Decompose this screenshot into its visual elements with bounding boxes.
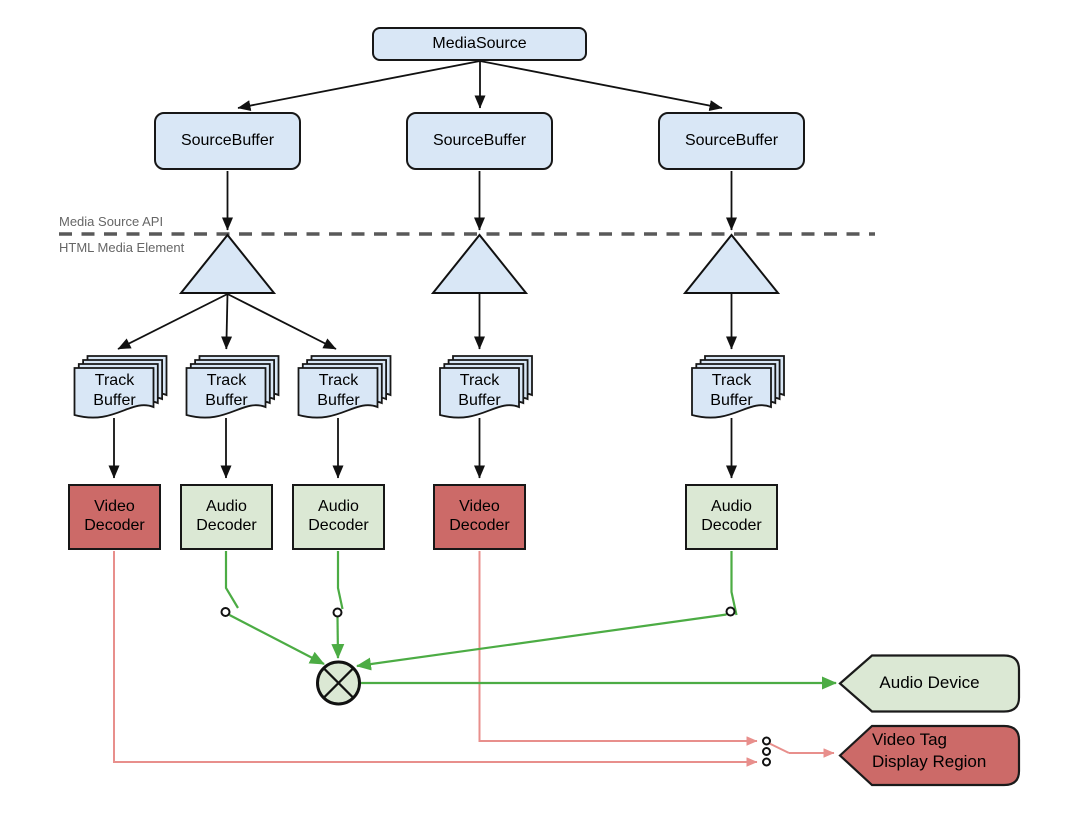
track-buffer-label-2: Track Buffer [205, 372, 248, 409]
video-decoder-node-1: Video Decoder [68, 484, 161, 550]
audio-device-label: Audio Device [879, 673, 980, 693]
track-buffer-label-4: Track Buffer [458, 372, 501, 409]
audio-signal-lines [224, 551, 837, 690]
audio-switches [220, 606, 736, 618]
mediasource-to-sourcebuffer-arrows [237, 60, 723, 112]
media-source-api-label: Media Source API [59, 214, 164, 229]
track-buffer-label-5: Track Buffer [710, 372, 753, 409]
video-tag-display-shape [838, 724, 1021, 787]
audio-decoder-node-1: Audio Decoder [180, 484, 273, 550]
video-decoder-node-2: Video Decoder [433, 484, 526, 550]
audio-device-shape [838, 654, 1021, 713]
source-buffer-label: SourceBuffer [180, 131, 275, 149]
source-buffer-label: SourceBuffer [432, 131, 527, 149]
audio-decoder-node-3: Audio Decoder [685, 484, 778, 550]
audio-mixer-symbol [316, 660, 361, 706]
demux-triangle [682, 233, 781, 294]
media-source-label: MediaSource [432, 34, 527, 52]
media-source-node: MediaSource [372, 27, 587, 61]
html-media-element-label: HTML Media Element [59, 240, 185, 255]
trackbuffer-to-decoder-arrows [108, 418, 737, 479]
audio-decoder-node-2: Audio Decoder [292, 484, 385, 550]
track-buffer-stack [439, 355, 533, 419]
track-buffer-stack [185, 355, 280, 419]
video-signal-lines [113, 551, 835, 767]
video-source-switch [762, 736, 771, 767]
audio-switch-contact [332, 607, 343, 618]
audio-switch-contact [220, 607, 231, 617]
source-buffer-node-3: SourceBuffer [658, 112, 805, 170]
demux-triangles [178, 233, 781, 294]
demux-triangle [178, 233, 277, 294]
video-tag-display-label: Video Tag Display Region [872, 730, 987, 772]
track-buffer-stack [73, 355, 168, 419]
audio-switch-contact [725, 606, 736, 617]
triangle-to-trackbuffer-arrows [117, 293, 737, 350]
track-buffer-label-1: Track Buffer [93, 372, 136, 409]
track-buffer-stacks [73, 355, 785, 419]
source-buffer-node-2: SourceBuffer [406, 112, 553, 170]
track-buffer-stack [297, 355, 392, 419]
sourcebuffer-to-element-arrows [222, 171, 737, 231]
track-buffer-label-3: Track Buffer [317, 372, 360, 409]
demux-triangle [430, 233, 529, 294]
source-buffer-node-1: SourceBuffer [154, 112, 301, 170]
source-buffer-label: SourceBuffer [684, 131, 779, 149]
track-buffer-stack [691, 355, 785, 419]
